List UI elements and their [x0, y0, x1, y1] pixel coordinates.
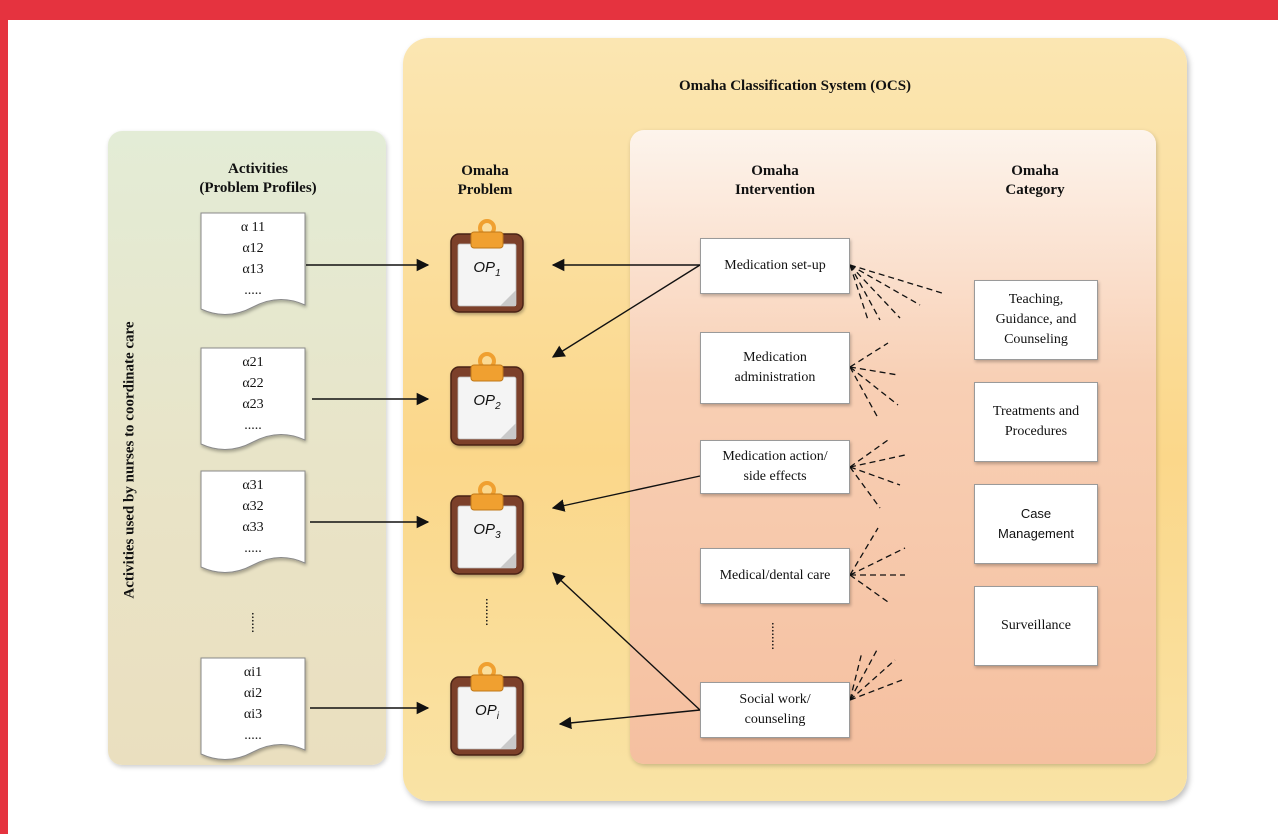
activity-document: α 11 α12 α13.....: [200, 212, 306, 315]
activity-line: αi3: [244, 707, 262, 722]
activity-document: αi1 αi2 αi3.....: [200, 657, 306, 760]
arrow-social-op3: [552, 572, 701, 711]
problems-ellipsis: ........: [482, 598, 497, 626]
clipboard-icon: OP1: [450, 219, 524, 313]
activity-line: α23: [242, 397, 263, 412]
left-accent-bar: [0, 0, 8, 834]
activity-line: α31: [242, 478, 263, 493]
clipboard-icon: OP3: [450, 481, 524, 575]
activity-line: α32: [242, 499, 263, 514]
activity-document: α21 α22 α23.....: [200, 347, 306, 450]
activity-line: .....: [244, 728, 262, 743]
intervention-medication-setup: Medication set-up: [700, 238, 850, 294]
ocs-title: Omaha Classification System (OCS): [678, 78, 912, 94]
activity-line: αi2: [244, 686, 262, 701]
intervention-social-work: Social work/ counseling: [700, 682, 850, 738]
activity-line: α21: [242, 355, 263, 370]
arrow-social-opi: [558, 709, 701, 730]
activity-document: α31 α32 α33.....: [200, 470, 306, 573]
activity-line: α12: [242, 241, 263, 256]
activity-line: α 11: [241, 220, 265, 235]
category-surveillance: Surveillance: [974, 586, 1098, 666]
category-teaching: Teaching, Guidance, and Counseling: [974, 280, 1098, 360]
problem-label: OP1: [473, 259, 500, 279]
top-accent-bar: [0, 0, 1278, 20]
clipboard-icon: OP2: [450, 352, 524, 446]
arrow-setup-op2: [551, 264, 701, 358]
intervention-arrows: [551, 258, 701, 730]
activity-line: αi1: [244, 665, 262, 680]
problem-label: OP2: [473, 392, 501, 412]
category-header: Omaha Category: [1005, 163, 1065, 198]
category-case-management: Case Management: [974, 484, 1098, 564]
problem-label: OPi: [475, 702, 500, 722]
interventions-ellipsis: ........: [768, 622, 783, 650]
intervention-header: Omaha Intervention: [735, 163, 815, 198]
clipboard-icon: OPi: [450, 662, 524, 756]
activity-line: .....: [244, 541, 262, 556]
activity-line: α22: [242, 376, 263, 391]
activities-header: Activities (Problem Profiles): [199, 161, 317, 196]
activity-arrows: [306, 258, 430, 715]
activity-line: .....: [244, 283, 262, 298]
activity-line: .....: [244, 418, 262, 433]
activities-ellipsis: ......: [248, 612, 263, 633]
activity-line: α13: [242, 262, 263, 277]
arrow-action-op3: [551, 475, 701, 512]
problem-label: OP3: [473, 521, 501, 541]
problem-header: Omaha Problem: [457, 163, 513, 198]
dashed-fans: [849, 264, 943, 701]
intervention-medication-administration: Medication administration: [700, 332, 850, 404]
intervention-medical-dental-care: Medical/dental care: [700, 548, 850, 604]
activity-line: α33: [242, 520, 263, 535]
intervention-medication-action: Medication action/ side effects: [700, 440, 850, 494]
category-treatments: Treatments and Procedures: [974, 382, 1098, 462]
